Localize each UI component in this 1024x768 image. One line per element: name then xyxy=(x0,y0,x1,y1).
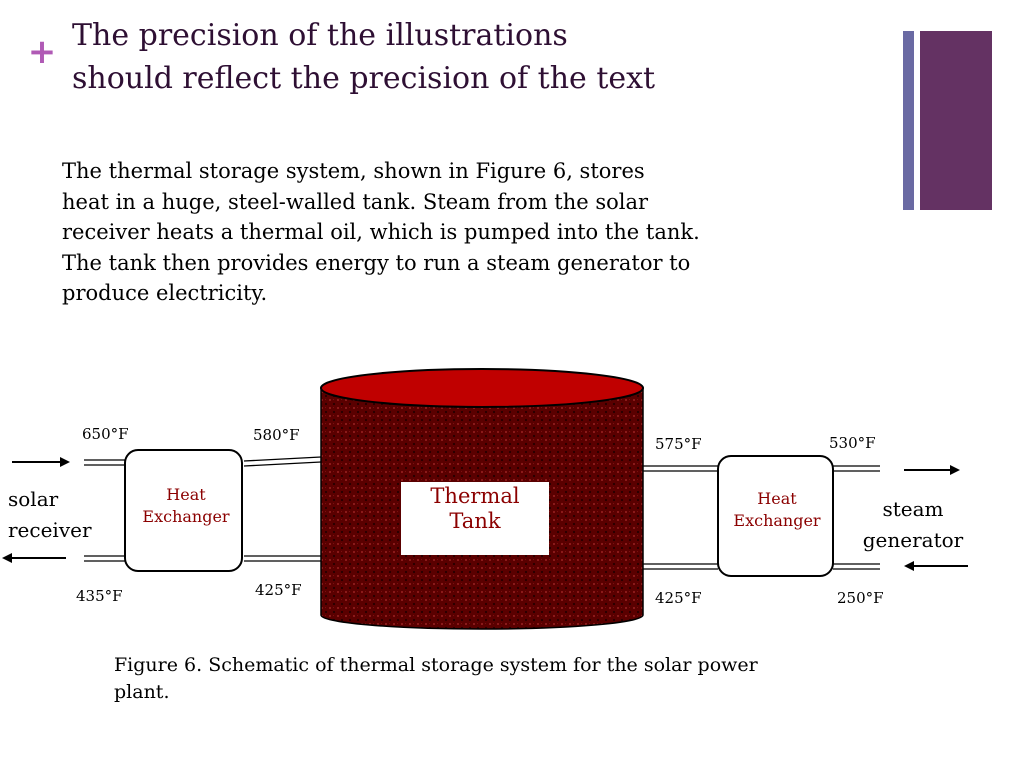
thermal-tank xyxy=(320,368,644,630)
pipe-left-top-outer xyxy=(84,459,125,466)
temp-left-bottom-outer: 435°F xyxy=(76,587,123,605)
body-paragraph: The thermal storage system, shown in Fig… xyxy=(62,156,852,309)
slide-title: The precision of the illustrations shoul… xyxy=(72,14,655,100)
left-exchanger-label-line-1: Heat xyxy=(166,485,206,504)
left-heat-exchanger xyxy=(124,449,243,572)
decorative-bar-thin xyxy=(903,31,914,210)
body-line: The thermal storage system, shown in Fig… xyxy=(62,159,645,183)
right-out-arrow xyxy=(904,465,960,475)
right-in-arrow xyxy=(904,561,968,571)
temp-left-in-top: 650°F xyxy=(82,425,129,443)
temp-right-bottom-outer: 250°F xyxy=(837,589,884,607)
thermal-storage-diagram: Thermal Tank Heat Exchanger Heat Exchang… xyxy=(2,368,968,630)
left-in-arrow xyxy=(12,457,70,467)
solar-label-line-2: receiver xyxy=(8,518,92,542)
steam-label-line-2: generator xyxy=(863,528,964,552)
tank-label-line-2: Tank xyxy=(449,509,500,533)
temp-right-bottom-inner: 425°F xyxy=(655,589,702,607)
pipe-right-bottom-outer xyxy=(833,563,880,570)
pipe-left-top-inner xyxy=(243,456,322,467)
temp-left-bottom-inner: 425°F xyxy=(255,581,302,599)
tank-label-line-1: Thermal xyxy=(430,484,519,508)
body-line: produce electricity. xyxy=(62,281,268,305)
pipe-right-bottom-inner xyxy=(643,563,718,570)
left-exchanger-label-line-2: Exchanger xyxy=(142,507,230,526)
body-line: receiver heats a thermal oil, which is p… xyxy=(62,220,700,244)
right-heat-exchanger xyxy=(717,455,834,577)
pipe-left-bottom-inner xyxy=(244,555,321,562)
left-out-arrow xyxy=(2,553,66,563)
caption-line: plant. xyxy=(114,681,170,703)
title-line-2: should reflect the precision of the text xyxy=(72,61,656,96)
right-exchanger-label-line-2: Exchanger xyxy=(733,511,821,530)
body-line: The tank then provides energy to run a s… xyxy=(62,250,691,275)
figure-caption: Figure 6. Schematic of thermal storage s… xyxy=(114,652,904,706)
temp-left-out-top: 580°F xyxy=(253,426,300,444)
caption-line: Figure 6. Schematic of thermal storage s… xyxy=(114,654,758,676)
steam-label-line-1: steam xyxy=(882,497,943,521)
plus-icon: + xyxy=(27,32,57,72)
body-line: heat in a huge, steel-walled tank. Steam… xyxy=(62,189,649,214)
pipe-left-bottom-outer xyxy=(84,555,125,562)
temp-right-top-inner: 575°F xyxy=(655,435,702,453)
pipe-right-top-inner xyxy=(643,465,718,472)
solar-label-line-1: solar xyxy=(8,487,59,511)
pipe-right-top-outer xyxy=(833,465,880,472)
title-line-1: The precision of the illustrations xyxy=(72,18,568,53)
temp-right-top-outer: 530°F xyxy=(829,434,876,452)
right-exchanger-label-line-1: Heat xyxy=(757,489,797,508)
decorative-bar-thick xyxy=(920,31,992,210)
